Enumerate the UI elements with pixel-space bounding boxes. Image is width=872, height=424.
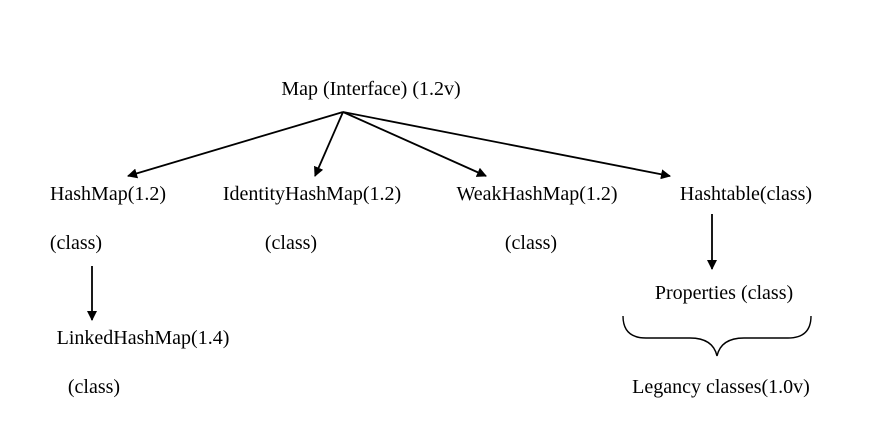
linkedhashmap-label: LinkedHashMap(1.4) (56, 327, 230, 349)
map-interface-label: Map (Interface) (1.2v) (281, 78, 461, 100)
arrow-to-hashtable (342, 111, 671, 180)
hashtable-label: Hashtable(class) (679, 183, 813, 205)
arrow-to-hashmap (127, 111, 344, 179)
weakhashmap-type-label: (class) (504, 232, 558, 254)
legacy-brace (622, 315, 812, 357)
arrow-to-identityhashmap (314, 111, 344, 177)
hashmap-type-label: (class) (49, 232, 103, 254)
hashmap-label: HashMap(1.2) (49, 183, 167, 205)
weakhashmap-label: WeakHashMap(1.2) (456, 183, 618, 205)
legacy-classes-label: Legancy classes(1.0v) (632, 376, 810, 398)
identityhashmap-type-label: (class) (264, 232, 318, 254)
linkedhashmap-type-label: (class) (67, 376, 121, 398)
identityhashmap-label: IdentityHashMap(1.2) (222, 183, 402, 205)
properties-label: Properties (class) (654, 282, 794, 304)
arrow-to-weakhashmap (342, 111, 487, 177)
